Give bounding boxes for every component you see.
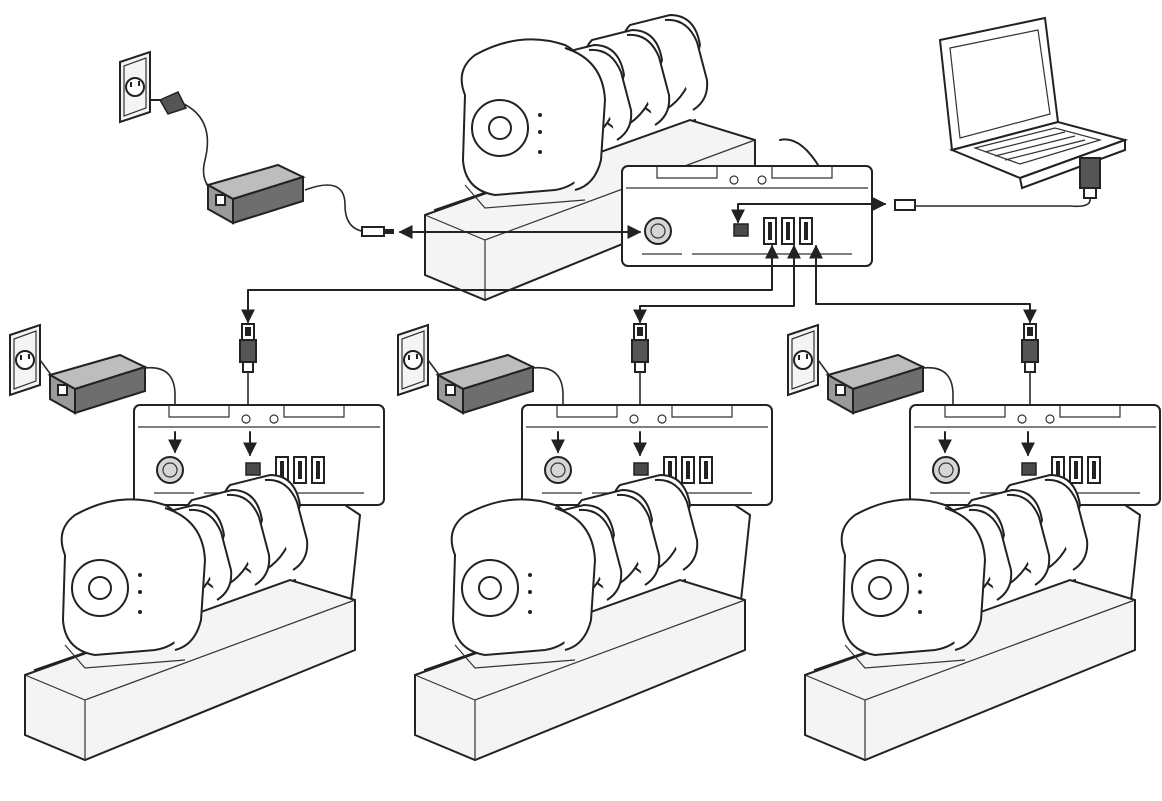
- chained-unit-3: [787, 323, 1161, 761]
- usb-a-plug-icon: [631, 323, 649, 373]
- charging-cradle-icon: [24, 474, 356, 761]
- usb-a-plug-icon: [1021, 323, 1039, 373]
- master-panel-callout: [621, 138, 873, 267]
- usb-a-plug-icon: [239, 323, 257, 373]
- power-plug-icon: [149, 91, 213, 191]
- usb-distribution-lines: [241, 244, 1037, 324]
- wall-outlet-icon: [787, 324, 819, 396]
- dc-plug-icon: [361, 226, 394, 237]
- charging-cradle-icon: [804, 474, 1136, 761]
- wall-outlet-icon: [397, 324, 429, 396]
- wall-outlet-icon: [9, 324, 41, 396]
- power-adapter-icon: [49, 354, 146, 414]
- power-adapter-icon: [207, 164, 304, 224]
- chained-unit-2: [397, 323, 773, 761]
- power-adapter-icon: [437, 354, 534, 414]
- power-adapter-icon: [827, 354, 924, 414]
- wall-outlet-icon: [119, 51, 151, 123]
- usb-b-connection-arrow: [731, 197, 887, 224]
- charging-cradle-icon: [414, 474, 746, 761]
- adapter-cable: [304, 184, 371, 233]
- chained-unit-1: [9, 323, 385, 761]
- laptop-usb-plug-icon: [894, 157, 1101, 211]
